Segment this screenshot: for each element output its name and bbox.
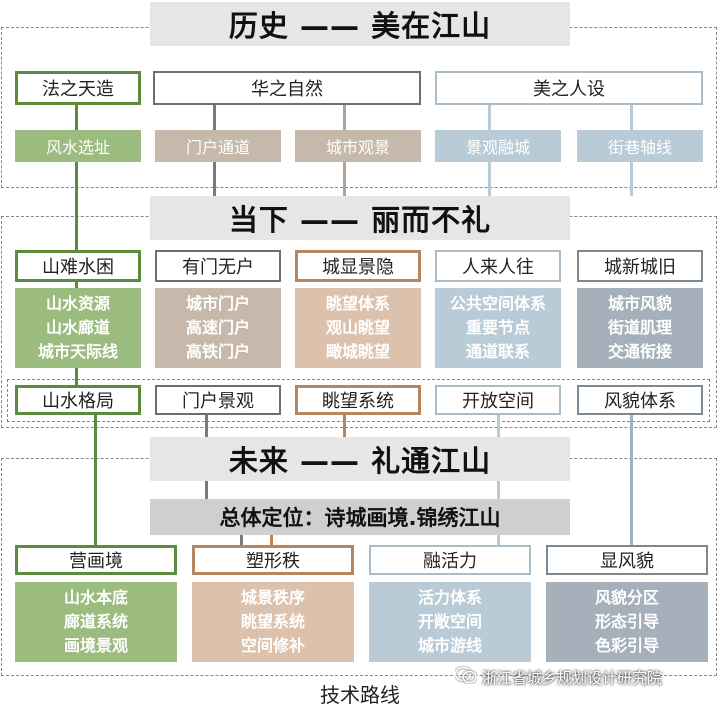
detail-item: 形态引导 — [594, 612, 659, 631]
detail-item: 重要节点 — [465, 318, 530, 337]
detail-item: 空间修补 — [240, 636, 305, 655]
detail-item: 活力体系 — [417, 588, 482, 607]
future-detail-3: 活力体系 开敞空间 城市游线 — [369, 582, 531, 662]
detail-item: 画境景观 — [63, 636, 128, 655]
present-detail-2: 城市门户 高速门户 高铁门户 — [155, 288, 281, 368]
present-problem-1: 山难水困 — [15, 250, 141, 282]
future-detail-1: 山水本底 廊道系统 画境景观 — [15, 582, 177, 662]
detail-item: 城市风貌 — [607, 294, 672, 313]
future-strategy-2: 塑形秩 — [192, 545, 354, 575]
detail-item: 风貌分区 — [594, 588, 659, 607]
connector-gray — [205, 477, 208, 501]
connector-peach — [270, 532, 273, 546]
overall-positioning: 总体定位：诗城画境.锦绣江山 — [150, 499, 570, 535]
future-detail-4: 风貌分区 形态引导 色彩引导 — [546, 582, 708, 662]
detail-item: 高速门户 — [185, 318, 250, 337]
history-category-law: 法之天造 — [15, 71, 141, 105]
future-title: 未来 —— 礼通江山 — [150, 437, 570, 481]
connector-gray — [240, 532, 243, 546]
detail-item: 色彩引导 — [594, 636, 659, 655]
present-title: 当下 —— 丽而不礼 — [150, 196, 570, 240]
history-frame — [1, 27, 717, 188]
future-strategy-3: 融活力 — [369, 545, 531, 575]
present-problem-4: 人来人往 — [435, 250, 561, 282]
present-problem-2: 有门无户 — [155, 250, 281, 282]
watermark: 浙江省城乡规划设计研究院 — [454, 664, 717, 690]
detail-item: 山水廊道 — [45, 318, 110, 337]
history-sub-street: 街巷轴线 — [577, 130, 703, 162]
present-system-4: 开放空间 — [435, 385, 561, 415]
connector-green — [75, 104, 78, 252]
detail-item: 廊道系统 — [63, 612, 128, 631]
detail-item: 观山眺望 — [325, 318, 390, 337]
present-system-1: 山水格局 — [15, 385, 141, 415]
detail-item: 山水资源 — [45, 294, 110, 313]
figure-caption: 技术路线 — [320, 682, 400, 707]
detail-item: 交通衔接 — [607, 342, 672, 361]
detail-item: 公共空间体系 — [449, 294, 546, 313]
detail-item: 城景秩序 — [240, 588, 305, 607]
present-detail-5: 城市风貌 街道肌理 交通衔接 — [577, 288, 703, 368]
detail-item: 通道联系 — [465, 342, 530, 361]
future-detail-2: 城景秩序 眺望系统 空间修补 — [192, 582, 354, 662]
future-strategy-4: 显风貌 — [546, 545, 708, 575]
detail-item: 瞰城眺望 — [325, 342, 390, 361]
detail-item: 山水本底 — [63, 588, 128, 607]
detail-item: 街道肌理 — [607, 318, 672, 337]
present-system-3: 眺望系统 — [295, 385, 421, 415]
present-detail-3: 眺望体系 观山眺望 瞰城眺望 — [295, 288, 421, 368]
present-problem-5: 城新城旧 — [577, 250, 703, 282]
history-sub-landscape: 景观融城 — [435, 130, 561, 162]
detail-item: 城市门户 — [185, 294, 250, 313]
detail-item: 高铁门户 — [185, 342, 250, 361]
present-detail-1: 山水资源 山水廊道 城市天际线 — [15, 288, 141, 368]
detail-item: 开敞空间 — [417, 612, 482, 631]
present-system-5: 风貌体系 — [577, 385, 703, 415]
detail-item: 眺望系统 — [240, 612, 305, 631]
history-category-human: 美之人设 — [435, 71, 703, 105]
history-sub-gateway: 门户通道 — [155, 130, 281, 162]
systems-frame — [7, 379, 710, 422]
detail-item: 眺望体系 — [325, 294, 390, 313]
wechat-icon — [454, 666, 477, 688]
connector-slate — [630, 414, 633, 546]
detail-item: 城市天际线 — [37, 342, 118, 361]
history-title: 历史 —— 美在江山 — [150, 2, 570, 46]
future-strategy-1: 营画境 — [15, 545, 177, 575]
present-system-2: 门户景观 — [155, 385, 281, 415]
detail-item: 城市游线 — [417, 636, 482, 655]
watermark-text: 浙江省城乡规划设计研究院 — [482, 668, 663, 687]
present-detail-4: 公共空间体系 重要节点 通道联系 — [435, 288, 561, 368]
present-problem-3: 城显景隐 — [295, 250, 421, 282]
history-sub-cityview: 城市观景 — [295, 130, 421, 162]
history-category-nature: 华之自然 — [153, 71, 421, 105]
connector-green — [94, 414, 97, 546]
history-sub-fengshui: 风水选址 — [15, 130, 141, 162]
